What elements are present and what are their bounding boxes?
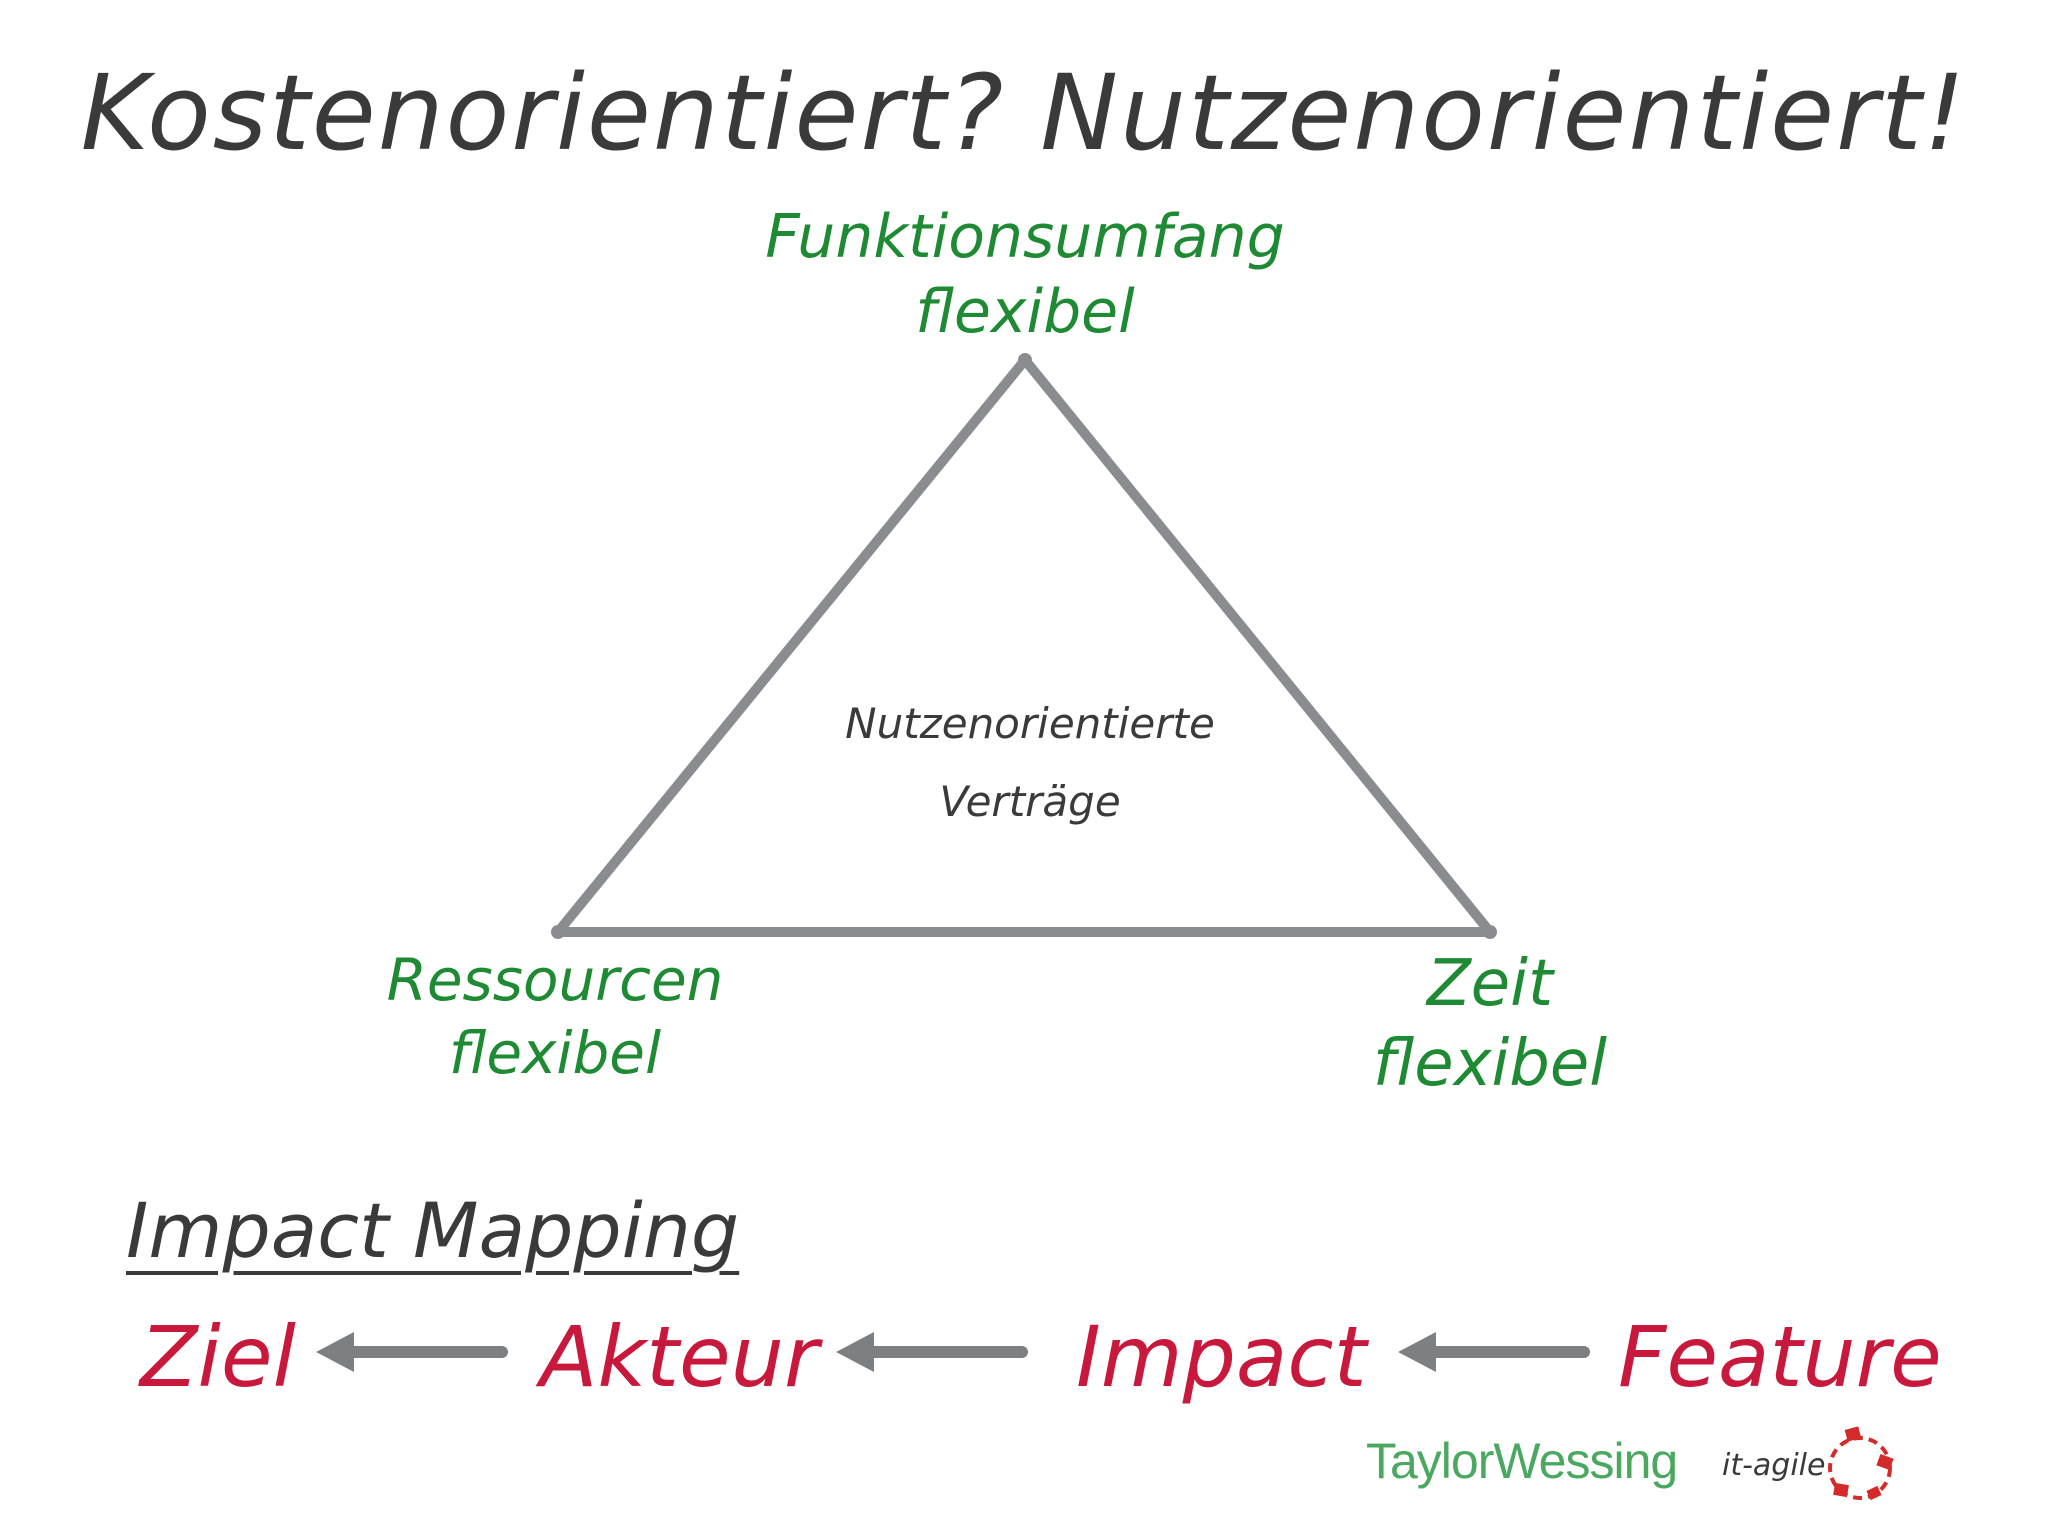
it-agile-logo-text: it-agile: [1722, 1448, 1826, 1483]
triangle-vertex-top: [1018, 353, 1032, 367]
triangle-center-line2: Verträge: [939, 776, 1121, 826]
triangle-label-top-line1: Funktionsumfang: [765, 202, 1285, 272]
it-agile-logo-icon: [1828, 1426, 1894, 1501]
triangle-label-left-line1: Ressourcen: [386, 946, 724, 1014]
chain-item-impact: Impact: [1076, 1308, 1367, 1406]
triangle-label-right-line1: Zeit: [1426, 947, 1554, 1021]
triangle-label-right: Zeit flexibel: [1300, 944, 1680, 1104]
triangle-label-right-line2: flexibel: [1372, 1027, 1608, 1101]
triangle-vertex-left: [551, 925, 565, 939]
arrow-left-icon: [1398, 1332, 1590, 1372]
impact-mapping-heading: Impact Mapping: [126, 1186, 740, 1275]
triangle-label-left: Ressourcen flexibel: [330, 944, 780, 1089]
chain-item-akteur: Akteur: [540, 1308, 819, 1406]
arrow-left-icon: [316, 1332, 508, 1372]
triangle-vertex-right: [1483, 925, 1497, 939]
triangle-label-top-line2: flexibel: [915, 277, 1135, 347]
triangle-label-top: Funktionsumfang flexibel: [700, 200, 1350, 350]
triangle-center-label: Nutzenorientierte Verträge: [760, 685, 1300, 840]
page-title: Kostenorientiert? Nutzenorientiert!: [80, 52, 1968, 174]
chain-item-ziel: Ziel: [140, 1308, 296, 1406]
triangle-shape: [553, 355, 1495, 937]
triangle-label-left-line2: flexibel: [448, 1018, 662, 1087]
taylor-wessing-logo: TaylorWessing: [1366, 1433, 1678, 1489]
chain-item-feature: Feature: [1618, 1308, 1942, 1406]
arrow-left-icon: [836, 1332, 1028, 1372]
triangle-center-line1: Nutzenorientierte: [845, 699, 1215, 748]
